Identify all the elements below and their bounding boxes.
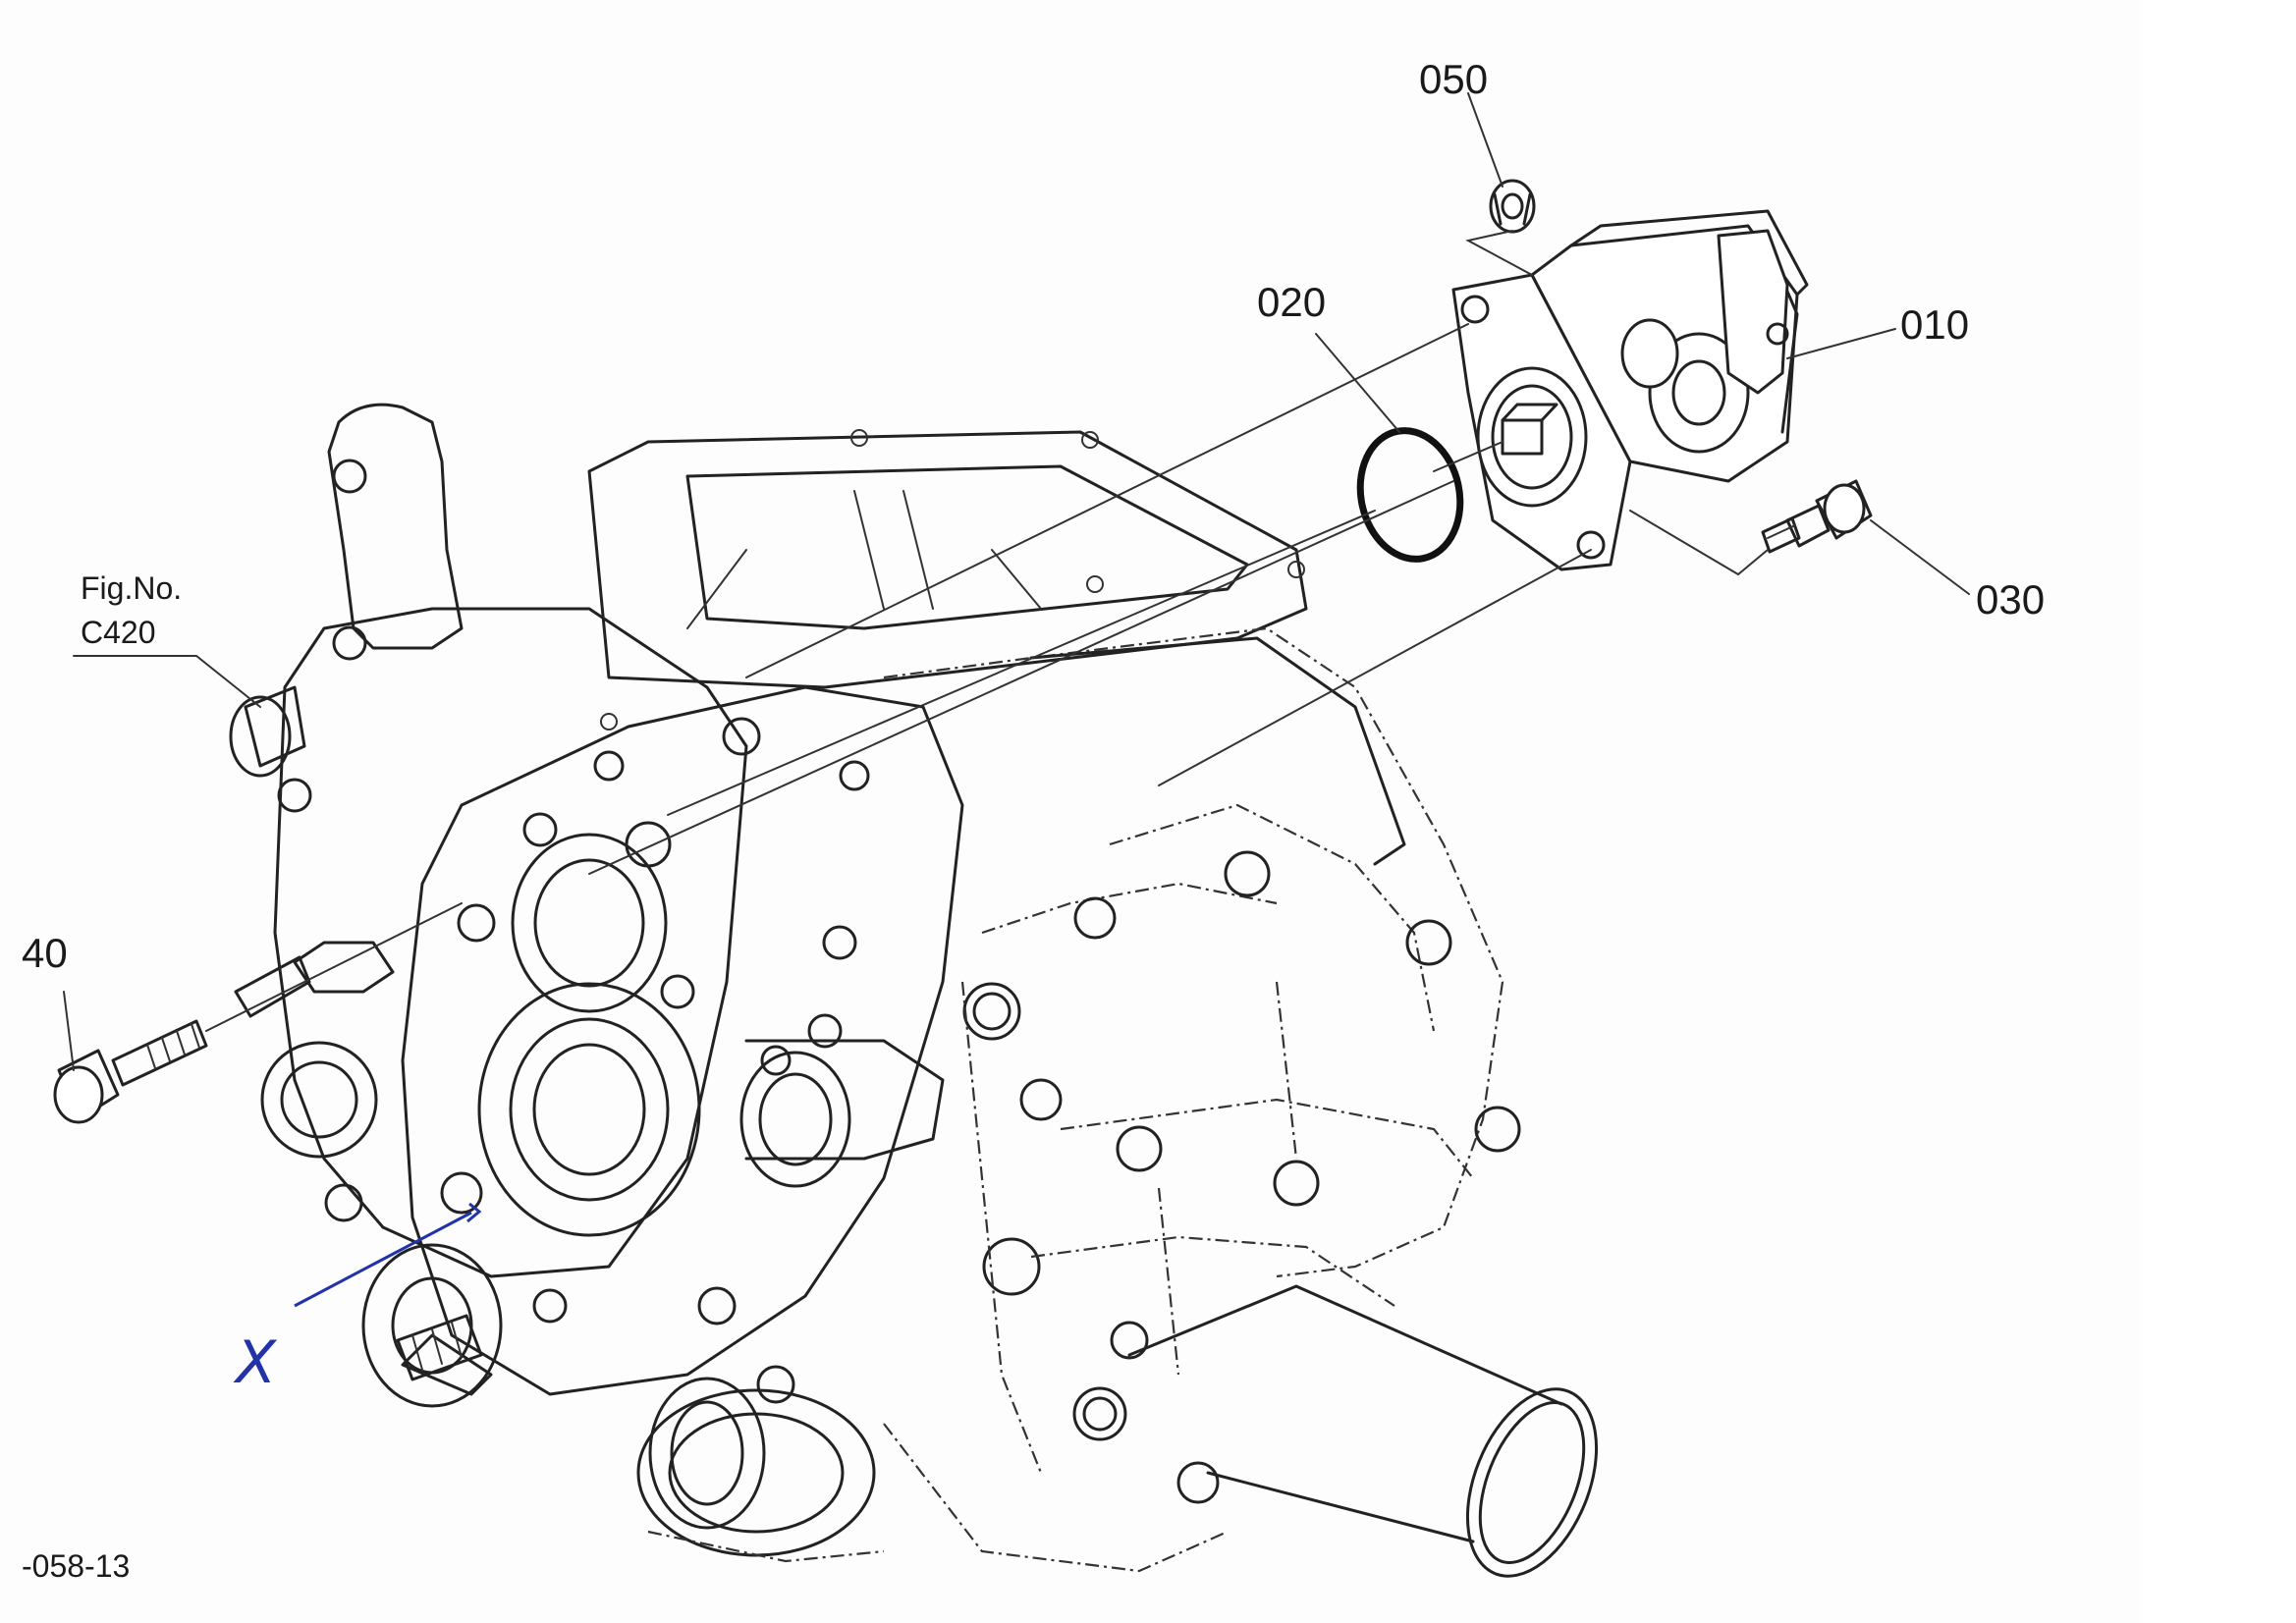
callout-030: 030 [1976, 576, 2045, 622]
callout-010: 010 [1900, 301, 1969, 348]
transmission-housing [229, 403, 1599, 1578]
page-code: -058-13 [22, 1548, 130, 1584]
fig-ref-label: Fig.No. [81, 570, 182, 606]
handwritten-annotation: X [233, 1202, 482, 1397]
fig-ref-number: C420 [81, 615, 156, 650]
o-ring-020 [1356, 427, 1464, 563]
scan-margin [2141, 0, 2296, 1623]
leader-lines [63, 92, 1970, 1071]
callout-040: 40 [22, 930, 68, 976]
handwritten-x: X [233, 1328, 278, 1397]
nut-050 [1489, 179, 1536, 234]
fitting-030 [1761, 479, 1873, 554]
bolt-040 [53, 1019, 208, 1124]
callout-050: 050 [1419, 56, 1488, 102]
callout-020: 020 [1257, 279, 1326, 325]
hydraulic-pump-010 [1451, 209, 1809, 571]
